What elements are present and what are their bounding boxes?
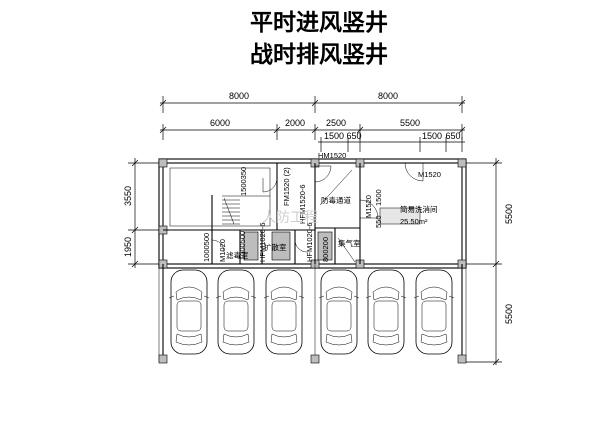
dim-top-8000-right: 8000 bbox=[378, 91, 398, 101]
dim-top-6000: 6000 bbox=[210, 118, 230, 128]
label-1500-350: 1500350 bbox=[239, 167, 248, 196]
right-dimension-chain: 5500 5500 bbox=[460, 158, 514, 366]
dim-top-8000-left: 8000 bbox=[229, 91, 249, 101]
parking-area bbox=[158, 264, 467, 364]
dim-top-1500-b: 1500 bbox=[422, 131, 442, 141]
label-800-200: 800200 bbox=[321, 237, 330, 262]
plan-labels: HM1520 M1520 FM1520 (2) HFM1520-6 M1520 … bbox=[202, 151, 441, 262]
parked-car bbox=[263, 269, 305, 355]
label-hm1520: HM1520 bbox=[318, 151, 346, 160]
room-small-a: 滤毒室 bbox=[226, 250, 249, 260]
title-line-2: 战时排风竖井 bbox=[250, 42, 388, 68]
label-hfm1020-6-a: HFM1020-6 bbox=[258, 222, 267, 262]
dim-top-2500: 2500 bbox=[326, 118, 346, 128]
room-small-b: 扩散室 bbox=[264, 242, 287, 252]
label-m1020: M1020 bbox=[218, 239, 227, 262]
room-area: 25.50m² bbox=[400, 217, 428, 226]
parked-car bbox=[365, 269, 407, 355]
parked-car bbox=[413, 269, 455, 355]
room-decon-corridor: 防毒通道 bbox=[321, 195, 351, 205]
room-wash: 简易洗消间 bbox=[400, 204, 438, 214]
label-m1520-right: M1520 bbox=[418, 170, 441, 179]
building-walls bbox=[158, 158, 467, 269]
parked-cars bbox=[168, 269, 455, 355]
dim-top-1500-a: 1500 bbox=[324, 131, 344, 141]
dim-left-1950: 1950 bbox=[123, 237, 133, 257]
dim-top-5500: 5500 bbox=[400, 118, 420, 128]
parked-car bbox=[215, 269, 257, 355]
dim-right-5500-lower: 5500 bbox=[504, 304, 514, 324]
label-hfm1520-6: HFM1520-6 bbox=[298, 184, 307, 224]
watermark-text: 人防工程 bbox=[262, 210, 318, 226]
label-1000-500-a: 1000500 bbox=[202, 233, 211, 262]
label-550: 550 bbox=[374, 215, 383, 228]
dim-top-650-a: 650 bbox=[346, 131, 361, 141]
label-m1520-mid: M1520 bbox=[364, 195, 373, 218]
dim-top-650-b: 650 bbox=[445, 131, 460, 141]
top-dimension-chains: 8000 8000 6000 2000 2500 5500 1500 650 1… bbox=[159, 91, 466, 152]
dim-left-3550: 3550 bbox=[123, 186, 133, 206]
parked-car bbox=[168, 269, 210, 355]
label-hfm1020-6-b: HFM1020-6 bbox=[305, 222, 314, 262]
label-fm1520-1: FM1520 (2) bbox=[282, 167, 291, 206]
title-line-1: 平时进风竖井 bbox=[250, 10, 388, 36]
label-1000-500-b: 1000500 bbox=[238, 231, 247, 260]
dim-right-5500-upper: 5500 bbox=[504, 204, 514, 224]
room-small-c: 集气室 bbox=[338, 238, 361, 248]
parked-car bbox=[318, 269, 360, 355]
label-1500-550: 1500 bbox=[374, 189, 383, 206]
dim-top-2000: 2000 bbox=[285, 118, 305, 128]
